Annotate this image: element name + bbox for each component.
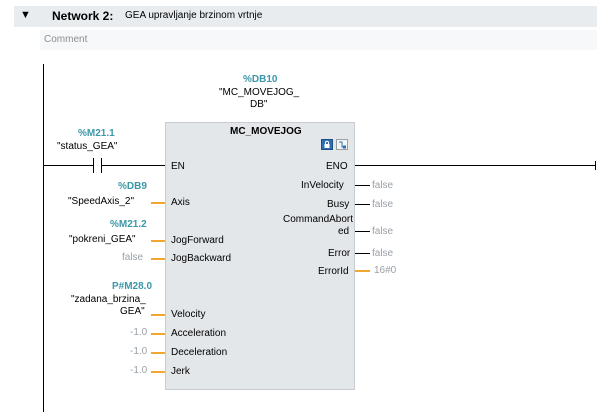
pin-invelocity: InVelocity (301, 180, 344, 191)
instance-db-address: %DB10 (243, 74, 278, 85)
jerk-wire (151, 371, 165, 373)
pin-jerk: Jerk (171, 366, 190, 377)
network-header[interactable] (14, 6, 597, 27)
velocity-address: P#M28.0 (112, 281, 153, 292)
busy-wire (355, 204, 370, 205)
acceleration-wire (151, 333, 165, 335)
acceleration-operand[interactable]: -1.0 (130, 327, 148, 338)
contact-left-bar[interactable] (93, 158, 94, 173)
axis-operand[interactable]: "SpeedAxis_2" (68, 196, 135, 207)
block-lock-icon[interactable] (321, 139, 333, 150)
pin-jogforward: JogForward (171, 235, 224, 246)
invelocity-operand[interactable]: false (372, 180, 394, 191)
deceleration-operand[interactable]: -1.0 (130, 346, 148, 357)
pin-busy: Busy (327, 199, 350, 210)
pin-eno: ENO (326, 161, 348, 172)
contact-address: %M21.1 (78, 128, 115, 139)
rung-en-wire-right (101, 165, 165, 166)
rung-en-wire-left (43, 165, 93, 166)
axis-wire (151, 202, 165, 204)
jogforward-address: %M21.2 (110, 219, 147, 230)
commandaborted-wire (355, 231, 370, 232)
jogbackward-operand[interactable]: false (122, 252, 144, 263)
pin-commandaborted-line2: ed (338, 226, 350, 237)
error-wire (355, 253, 370, 254)
velocity-operand-line2[interactable]: GEA" (120, 306, 145, 317)
errorid-wire (355, 270, 370, 272)
deceleration-wire (151, 352, 165, 354)
velocity-wire (151, 314, 165, 316)
invelocity-wire (355, 185, 370, 186)
instance-db-name-line2: DB" (250, 99, 268, 110)
commandaborted-operand[interactable]: false (372, 226, 394, 237)
instance-db-name-line1: "MC_MOVEJOG_ (219, 87, 300, 98)
pin-errorid: ErrorId (318, 266, 349, 277)
pin-velocity: Velocity (171, 309, 206, 320)
rung-eno-wire (355, 165, 595, 166)
busy-operand[interactable]: false (372, 199, 394, 210)
power-rail (43, 64, 44, 412)
axis-address: %DB9 (118, 181, 147, 192)
block-type-label: MC_MOVEJOG (230, 126, 302, 137)
collapse-arrow-icon[interactable]: ▼ (20, 9, 31, 21)
network-title: Network 2: (52, 9, 114, 23)
rung-end-tick (595, 161, 596, 170)
velocity-operand-line1[interactable]: "zadana_brzina_ (71, 294, 146, 305)
pin-deceleration: Deceleration (171, 347, 228, 358)
network-comment[interactable]: Comment (40, 30, 597, 50)
pin-commandaborted-line1: CommandAbort (283, 214, 354, 225)
jogforward-operand[interactable]: "pokreni_GEA" (69, 234, 136, 245)
pin-jogbackward: JogBackward (171, 253, 232, 264)
pin-error: Error (328, 248, 351, 259)
errorid-operand[interactable]: 16#0 (374, 265, 397, 276)
pin-acceleration: Acceleration (171, 328, 227, 339)
contact-tag[interactable]: "status_GEA" (57, 141, 118, 152)
pin-en: EN (171, 161, 185, 172)
function-block-mc-movejog[interactable] (165, 122, 355, 390)
pin-axis: Axis (171, 197, 190, 208)
network-description[interactable]: GEA upravljanje brzinom vrtnje (125, 10, 263, 21)
jogbackward-wire (151, 258, 165, 260)
jerk-operand[interactable]: -1.0 (130, 365, 148, 376)
block-call-icon[interactable] (336, 139, 348, 150)
error-operand[interactable]: false (372, 248, 394, 259)
jogforward-wire (151, 240, 165, 242)
